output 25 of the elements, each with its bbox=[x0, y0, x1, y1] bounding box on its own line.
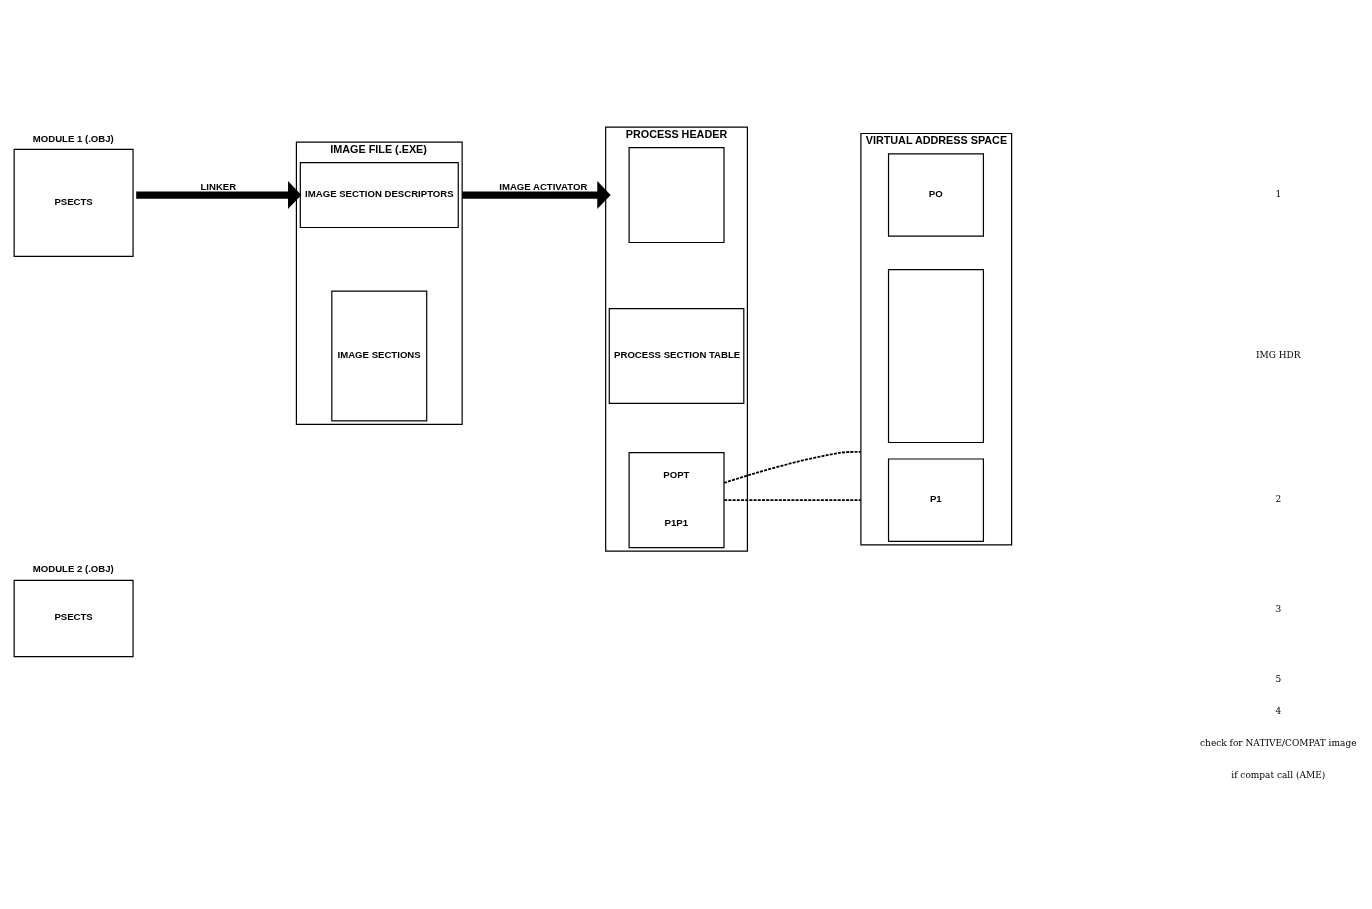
node-label: MODULE 1 (.OBJ) bbox=[32, 132, 114, 144]
node-box bbox=[628, 147, 725, 244]
node-box: PROCESS SECTION TABLE bbox=[608, 307, 745, 405]
node-box: IMAGE SECTIONS bbox=[331, 290, 428, 422]
node-box: IMAGE SECTION DESCRIPTORS bbox=[299, 162, 459, 229]
label: 4 bbox=[1275, 706, 1282, 717]
edge-label: IMAGE ACTIVATOR bbox=[499, 180, 588, 192]
label: IMG HDR bbox=[1255, 350, 1301, 361]
node-label: MODULE 2 (.OBJ) bbox=[32, 563, 114, 575]
connector bbox=[723, 450, 862, 484]
label: if compat call (AME) bbox=[1231, 769, 1326, 780]
label: check for NATIVE/COMPAT image bbox=[1200, 738, 1357, 749]
label: 2 bbox=[1275, 494, 1282, 505]
node-box: PO bbox=[887, 153, 984, 237]
node-box: P1 bbox=[887, 458, 984, 542]
node-box: PSECTS bbox=[13, 579, 134, 658]
label: 1 bbox=[1275, 189, 1282, 200]
node-box: PSECTS bbox=[13, 148, 134, 257]
label: 3 bbox=[1275, 604, 1282, 615]
arrow bbox=[462, 181, 611, 210]
node-box: POPT P1P1 bbox=[628, 452, 725, 549]
label: 5 bbox=[1275, 674, 1282, 685]
node-box bbox=[887, 268, 984, 444]
edge-label: LINKER bbox=[200, 180, 237, 192]
connector bbox=[723, 499, 862, 502]
